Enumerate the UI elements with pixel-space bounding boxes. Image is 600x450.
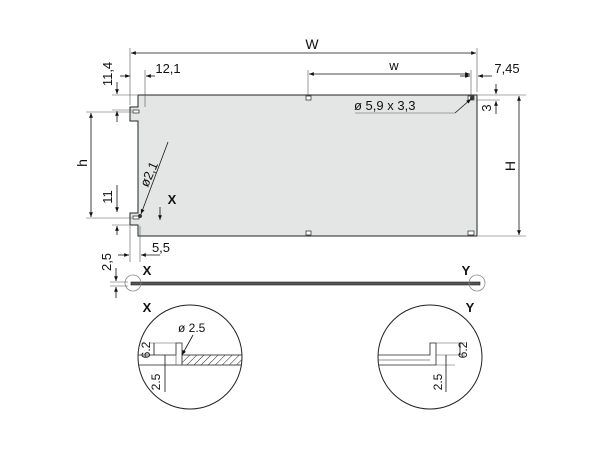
hole-left: [138, 214, 142, 218]
detail-x-hole: ø 2.5: [178, 321, 206, 335]
dim-5-5: 5,5: [152, 240, 170, 255]
detail-x-dim-6-2: 6.2: [139, 341, 153, 358]
detail-y: 6.2 2.5 Y: [377, 300, 483, 410]
slot-bottom-middle: [305, 230, 312, 236]
detail-x-title: X: [143, 300, 152, 315]
x-marker: X: [168, 192, 177, 207]
dim-2-5-side: 2,5: [99, 253, 114, 271]
slot-top-middle: [305, 95, 312, 101]
side-label-y: Y: [462, 263, 471, 278]
callout-circle-x: [124, 274, 142, 292]
slot-callout: ø 5,9 x 3,3: [354, 98, 415, 113]
detail-x-dim-2-5: 2.5: [149, 373, 163, 390]
dim-7-45: 7,45: [494, 61, 519, 76]
dim-w: w: [388, 58, 399, 73]
dim-11-4: 11,4: [100, 62, 115, 86]
callout-circle-y: [468, 274, 486, 292]
side-panel-strip: [130, 281, 481, 286]
detail-y-title: Y: [466, 300, 475, 315]
dim-H: H: [502, 161, 518, 171]
dim-W: W: [305, 36, 319, 52]
dim-11: 11: [100, 190, 115, 204]
detail-y-dim-2-5: 2.5: [431, 373, 445, 390]
slot-bottom-right: [467, 230, 475, 236]
panel-outline: [129, 94, 478, 237]
dim-3: 3: [479, 104, 494, 111]
dimensions: W w 12,1 7,45 11,4 h 11 H: [74, 36, 526, 262]
detail-y-circle: [377, 304, 483, 410]
side-label-x: X: [143, 263, 152, 278]
detail-x: ø 2.5 6.2 2.5 X: [137, 300, 243, 410]
side-view: X Y 2,5: [99, 253, 486, 298]
slot-top-left: [132, 109, 140, 114]
detail-y-dim-6-2: 6.2: [456, 341, 470, 358]
dim-h: h: [74, 159, 90, 167]
dim-12-1: 12,1: [155, 61, 180, 76]
front-panel-view: [129, 94, 478, 237]
